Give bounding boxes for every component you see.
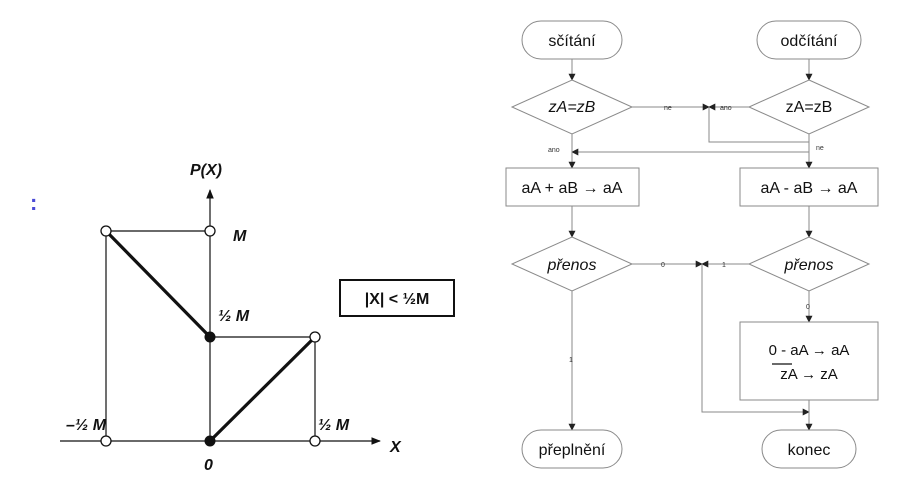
edge-ano-top-label: ano [720,105,732,112]
edge-1-right-label: 1 [722,262,726,269]
edge-ne-top-label: ne [664,105,672,112]
bullet-marker: : [30,190,37,215]
open-point [100,435,112,447]
end-overflow-label: přeplnění [539,442,606,459]
decision-sign-left-label: zA=zB [548,99,596,116]
process-negate-line2: zA → zA [780,366,838,383]
process-sub [739,167,879,207]
process-sub-label: aA - aB → aA [761,180,858,197]
condition-text: |X| < ½M [365,291,430,308]
condition-box [339,279,455,317]
process-negate [739,321,879,401]
label-half-M-mid: ½ M [218,308,250,325]
process-add-label: aA + aB → aA [522,180,623,197]
process-add [505,167,640,207]
diagonal-lower [208,335,317,443]
edge-ne-right-label: ne [816,145,824,152]
open-point [309,331,321,343]
label-zero: 0 [204,457,213,474]
x-axis-label: X [389,439,402,456]
probability-graph: : P(X) M ½ M –½ M ½ M 0 X |X| < ½M [30,162,455,474]
filled-point [204,435,216,447]
label-half-M-right: ½ M [318,417,350,434]
label-M: M [233,228,247,245]
decision-sign-right-label: zA=zB [786,99,833,116]
start-add-label: sčítání [548,33,596,50]
open-point [204,225,216,237]
flowchart: sčítání odčítání zA=zB zA=zB ne ano ne a… [505,20,879,469]
y-axis-label: P(X) [190,162,222,179]
start-sub-label: odčítání [781,33,838,50]
diagonal-upper [104,229,212,339]
process-negate-line1: 0 - aA → aA [769,342,850,359]
edge-ano-left-label: ano [548,147,560,154]
end-done-terminal [761,429,857,469]
end-overflow-terminal [521,429,623,469]
edge-0-down-label: 0 [806,304,810,311]
edge-junction-connector [708,107,809,143]
end-done-label: konec [788,442,831,459]
decision-carry-right-label: přenos [784,257,834,274]
label-neg-half-M: –½ M [66,417,107,434]
edge-1-down-label: 1 [569,357,573,364]
decision-carry-left-label: přenos [547,257,597,274]
filled-point [204,331,216,343]
edge-0-left-label: 0 [661,262,665,269]
edge-junction-to-end [701,264,810,416]
open-point [309,435,321,447]
open-point [100,225,112,237]
